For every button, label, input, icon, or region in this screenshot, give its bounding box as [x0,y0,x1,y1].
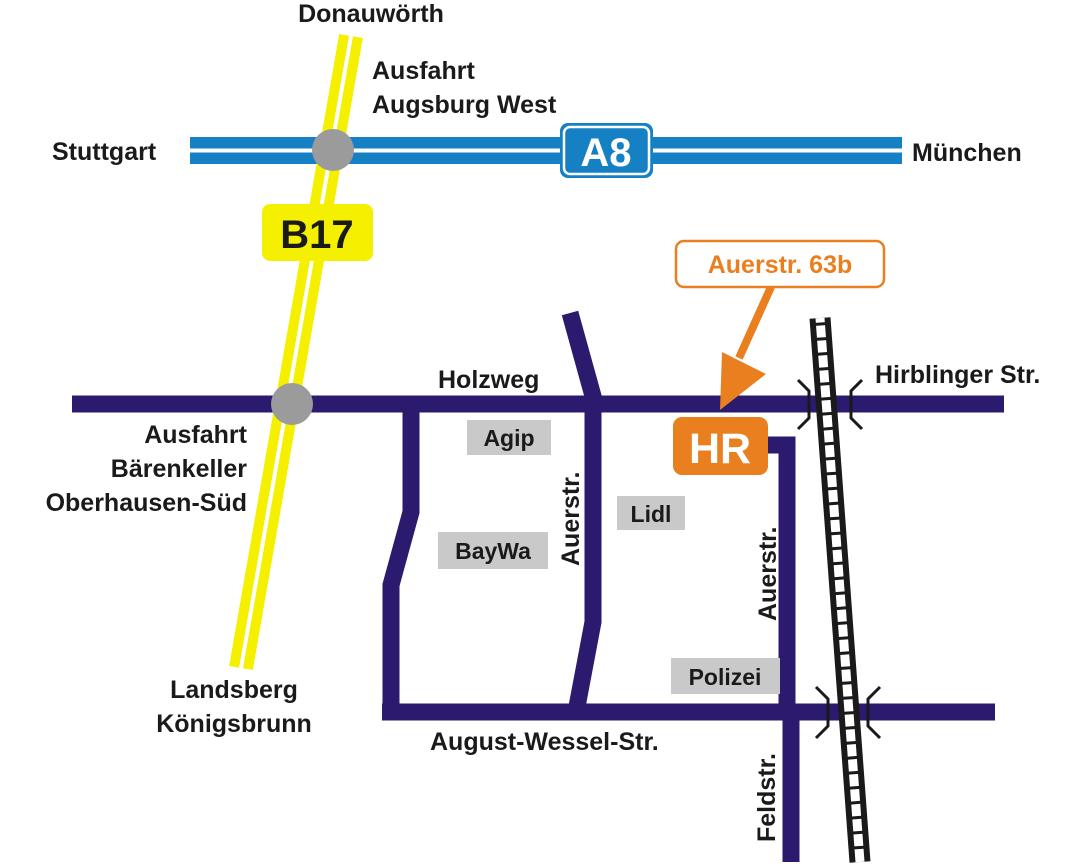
rail-tie [821,411,833,416]
rail-tie [824,441,835,446]
west-loop-road [382,404,420,712]
rail-tie [835,591,846,596]
rail-tie [815,322,826,326]
rail-tie [825,456,836,461]
svg-text:BayWa: BayWa [455,538,531,564]
label-holzweg: Holzweg [438,366,539,394]
rail-tie [848,770,859,775]
rail-tie [849,785,860,790]
label-hirblinger-str: Hirblinger Str. [875,361,1040,389]
rail-tie [832,561,844,566]
svg-text:Auerstr. 63b: Auerstr. 63b [708,251,853,279]
poi-polizei: Polizei [671,658,780,694]
bridge-hirblinger [796,378,864,431]
auerstr-west-road [561,310,602,714]
rail-tie [850,800,861,805]
label-feldstr: Feldstr. [753,753,781,842]
label-exit-augsburg-west-2: Augsburg West [372,91,557,119]
rail-tie [852,830,863,835]
railway [809,317,871,863]
rail-tie [839,651,850,655]
poi-baywa: BayWa [438,532,548,569]
junction-augsburg-west [312,129,354,171]
rail-tie [841,681,852,685]
svg-text:Agip: Agip [483,425,534,451]
street-network [72,310,1004,862]
label-donauwoerth: Donauwörth [298,0,444,28]
poi-agip: Agip [467,420,551,455]
svg-text:Polizei: Polizei [689,664,762,690]
rail-tie [840,666,851,670]
label-august-wessel-str: August-Wessel-Str. [430,728,659,756]
rail-tie [829,516,840,521]
b17-shield: B17 [262,204,373,261]
label-auerstr-west: Auerstr. [557,472,585,566]
rail-tie [838,636,849,640]
rail-tie [847,755,858,760]
rail-tie [819,382,830,386]
rail-tie [826,471,837,476]
label-exit-baerenkeller-2: Bärenkeller [111,455,247,483]
label-landsberg: Landsberg [170,676,298,704]
rail-tie [818,367,829,371]
junction-baerenkeller [271,383,313,425]
svg-text:B17: B17 [280,213,353,257]
rail-tie [830,531,841,536]
rail-tie [837,621,848,625]
rail-tie [834,576,845,581]
rail-tie [843,711,855,715]
rail-tie [831,546,843,551]
label-exit-baerenkeller-3: Oberhausen-Süd [46,489,247,517]
rail-tie [827,486,838,491]
rail-tie [842,696,854,700]
rail-tie [828,501,839,506]
rail-tie [846,741,857,745]
bridge-august-wessel [814,685,882,740]
svg-text:A8: A8 [580,131,631,175]
rail-tie [823,426,834,431]
label-exit-augsburg-west-1: Ausfahrt [372,57,475,85]
a8-shield: A8 [560,123,653,178]
auerstr-east-road [765,436,796,712]
rail-tie [817,352,828,356]
label-stuttgart: Stuttgart [52,138,157,166]
rail-tie [853,845,865,850]
poi-lidl: Lidl [617,496,685,530]
address-callout: Auerstr. 63b [674,239,886,289]
svg-text:HR: HR [689,425,751,473]
rail-tie [851,815,862,820]
rail-tie [816,337,827,341]
label-exit-baerenkeller-1: Ausfahrt [144,421,247,449]
rail-tie [820,396,832,401]
rail-tie [836,606,847,611]
svg-text:Lidl: Lidl [631,501,672,527]
label-auerstr-east: Auerstr. [754,527,782,621]
label-koenigsbrunn: Königsbrunn [156,710,312,738]
hr-company-marker: HR [673,417,768,475]
rail-tie [845,726,856,730]
a8-motorway [190,137,902,164]
destination-pointer [720,285,775,410]
label-muenchen: München [912,139,1022,167]
